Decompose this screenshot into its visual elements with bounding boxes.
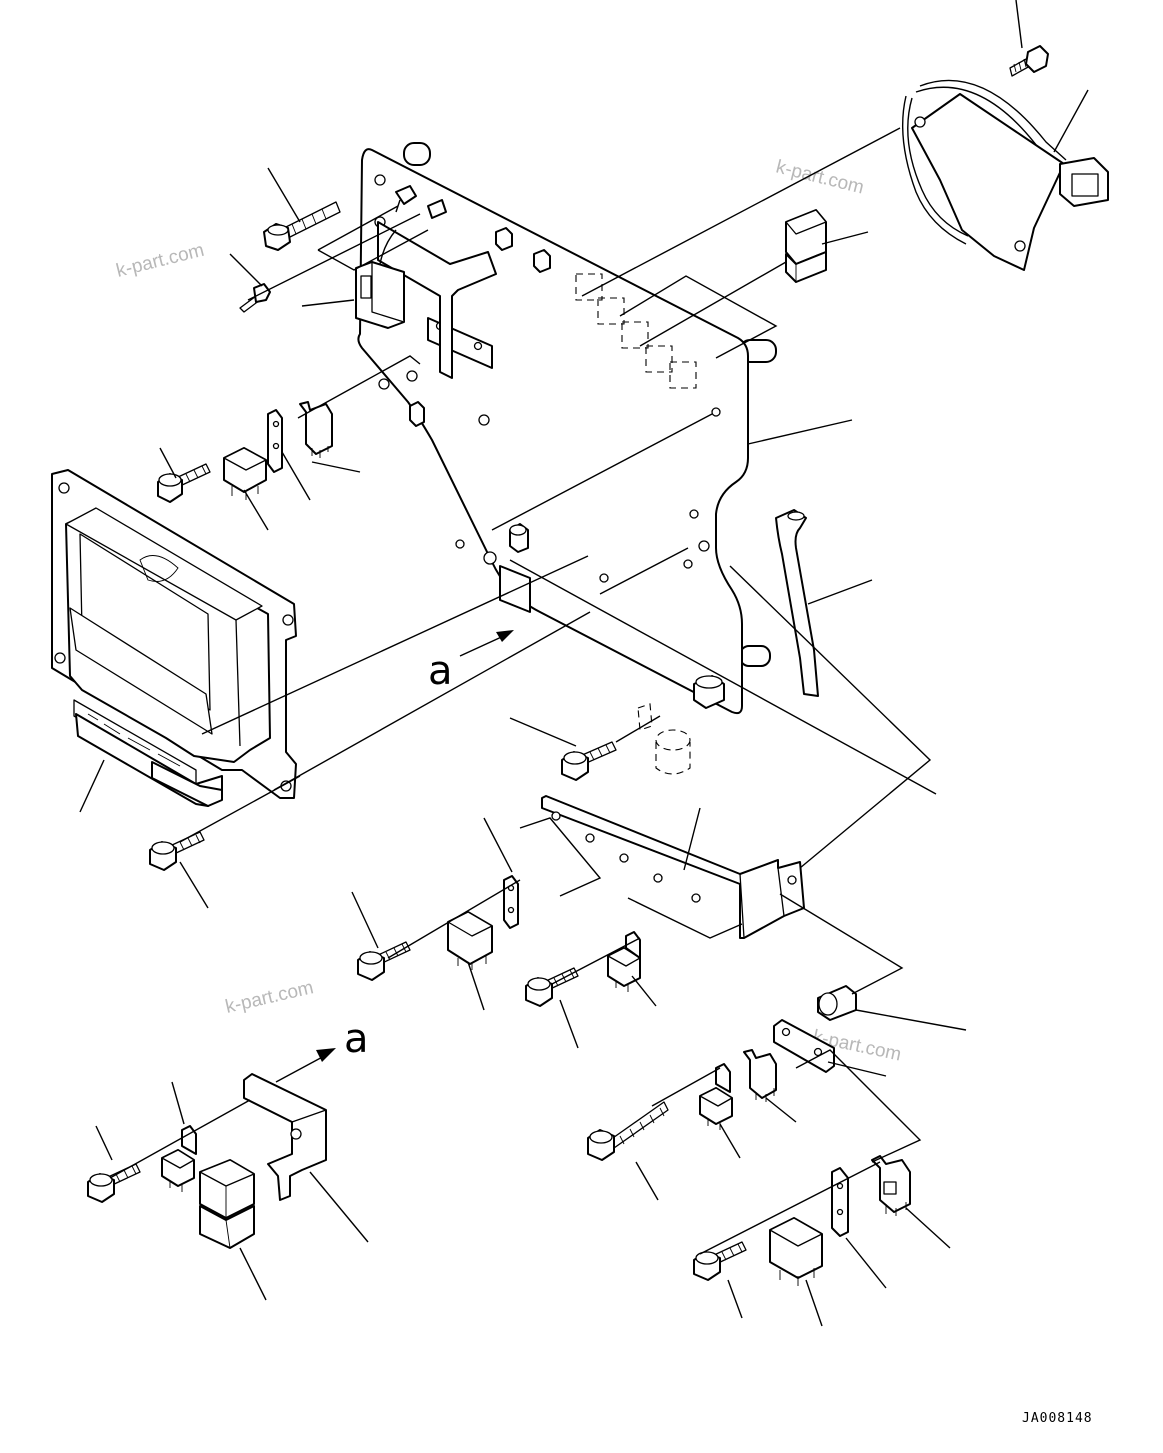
bolt-left-upper xyxy=(157,463,211,503)
leader-lines xyxy=(79,0,1089,1327)
watermark-middle: k-part.com xyxy=(223,977,315,1018)
bracket-small-upper-left xyxy=(267,409,283,473)
bracket-small-middle xyxy=(503,875,519,929)
bolt-top-right xyxy=(1009,45,1049,77)
mounting-plate xyxy=(357,142,777,715)
view-arrow-a-lower: a xyxy=(275,1016,369,1083)
watermark-top-left: k-part.com xyxy=(114,240,206,282)
flat-bar-right xyxy=(775,509,819,697)
diode-upper-left xyxy=(299,401,333,458)
bracket-long-middle xyxy=(541,795,805,939)
diode-far-right xyxy=(871,1155,911,1216)
relay-large-lower-left xyxy=(199,1159,255,1249)
bolt-lower-right xyxy=(693,1241,747,1281)
relay-small-lower-left xyxy=(161,1125,197,1192)
connector-block xyxy=(355,185,447,329)
bracket-small-lower-right xyxy=(831,1167,849,1237)
view-label-a-upper: a xyxy=(428,648,453,694)
spacer-dashed-center xyxy=(637,703,691,775)
watermark-top-right: k-part.com xyxy=(774,156,866,198)
controller-unit xyxy=(51,469,297,807)
spacer-lower-right xyxy=(817,985,857,1021)
bolt-left-lower xyxy=(149,831,205,871)
relay-small-lower-right xyxy=(699,1063,733,1130)
plate-small-lower-right xyxy=(773,1019,835,1073)
view-arrow-a-upper: a xyxy=(428,630,514,694)
bolt-middle-left xyxy=(357,941,411,981)
bolt-long-lower-right xyxy=(587,1101,669,1161)
harness-sensor-assembly xyxy=(902,79,1109,271)
bracket-bent-lower-left xyxy=(243,1073,327,1201)
view-label-a-lower: a xyxy=(344,1016,369,1062)
bolt-lower-left xyxy=(87,1163,141,1203)
screw-small-upper-left xyxy=(239,283,271,313)
drawing-code: JA008148 xyxy=(1022,1411,1093,1426)
bolt-center xyxy=(561,741,617,781)
bolt-upper-left xyxy=(263,201,341,251)
relay-lower-right xyxy=(769,1217,823,1286)
relay-top-right xyxy=(785,209,827,283)
diode-lower-right xyxy=(743,1049,777,1102)
relay-middle xyxy=(447,911,493,970)
relay-upper-left xyxy=(223,447,267,500)
